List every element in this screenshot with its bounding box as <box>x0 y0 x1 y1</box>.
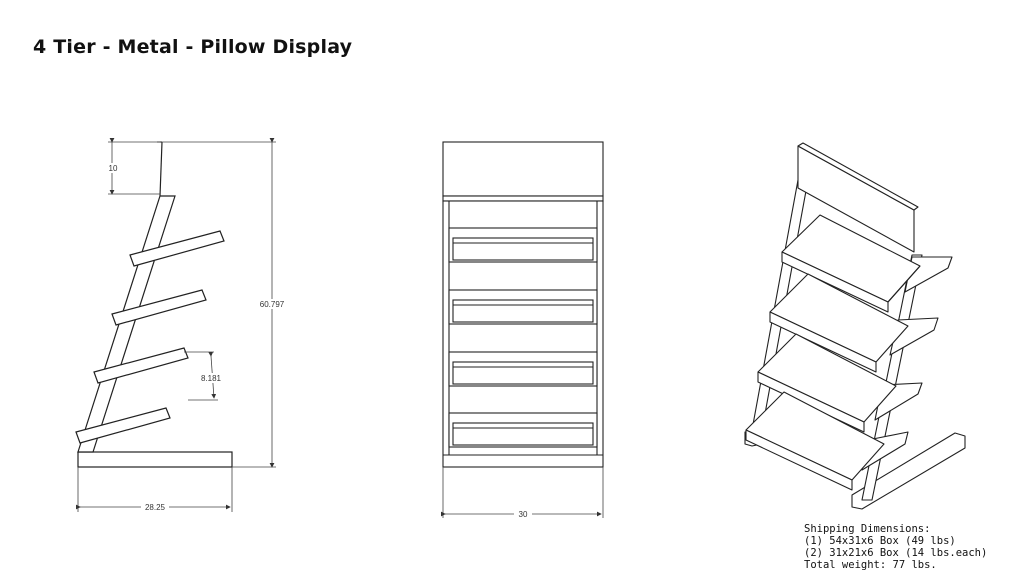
front-header <box>442 141 604 197</box>
dim-base-depth: 28.25 <box>145 503 166 512</box>
page-title: 4 Tier - Metal - Pillow Display <box>33 36 353 58</box>
dim-tier-spacing: 8.181 <box>201 374 222 383</box>
side-base <box>77 451 233 468</box>
shipping-total: Total weight: 77 lbs. <box>804 559 937 571</box>
side-shelf-1 <box>129 230 225 267</box>
shipping-heading: Shipping Dimensions: <box>804 523 931 535</box>
dim-header-height: 10 <box>109 164 118 173</box>
side-shelf-3 <box>93 347 189 384</box>
side-shelf-2 <box>111 289 207 326</box>
side-view <box>75 141 233 468</box>
shipping-info: Shipping Dimensions: (1) 54x31x6 Box (49… <box>804 523 987 571</box>
dim-width: 30 <box>519 510 528 519</box>
shipping-box-2: (2) 31x21x6 Box (14 lbs.each) <box>804 547 988 559</box>
iso-base-right <box>851 432 966 510</box>
dim-total-height: 60.797 <box>260 300 285 309</box>
side-header <box>159 141 163 197</box>
shipping-box-1: (1) 54x31x6 Box (49 lbs) <box>804 535 956 547</box>
iso-view <box>744 142 966 510</box>
front-view <box>442 141 604 468</box>
side-shelf-4 <box>75 407 171 444</box>
